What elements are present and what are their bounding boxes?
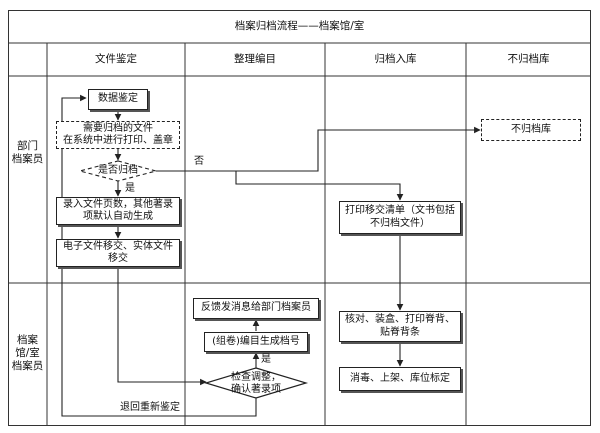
column-header-appraisal: 文件鉴定 [95, 53, 137, 65]
node-record-pages-line2: 项默认自动生成 [83, 211, 153, 222]
decision-check-line2: 确认著录项 [231, 384, 281, 395]
edge-decision-to-print [235, 171, 404, 201]
edge-label-no: 否 [194, 156, 204, 167]
node-need-archive-line1: 需要归档的文件 [83, 122, 153, 134]
node-print-list: 打印移交清单（文书包括 不归档文件） [339, 201, 461, 234]
diagram-title: 档案归档流程——档案馆/室 [234, 20, 365, 32]
edge-transfer-to-check [117, 267, 207, 386]
row-label-department-line2: 档案员 [11, 153, 44, 165]
node-feedback: 反馈发消息给部门档案员 [193, 298, 319, 319]
node-need-archive-line2: 在系统中进行打印、盖章 [63, 135, 173, 146]
node-record-pages: 录入文件页数，其他著录 项默认自动生成 [56, 197, 180, 225]
decision-check-line1: 检查调整， [231, 372, 281, 383]
node-catalog-label: (组卷)编目生成档号 [212, 335, 300, 347]
node-record-pages-line1: 录入文件页数，其他著录 [63, 198, 173, 210]
node-verify: 核对、装盒、打印脊背、 贴脊背条 [339, 311, 461, 342]
decision-archive-label: 是否归档 [98, 165, 138, 176]
row-label-department: 部门 档案员 [8, 140, 47, 166]
node-disinfect: 消毒、上架、库位标定 [339, 367, 461, 391]
column-header-storage: 归档入库 [374, 53, 417, 65]
row-label-archive-line2: 馆/室 [15, 347, 40, 359]
row-label-archive-line1: 档案 [17, 334, 38, 346]
node-feedback-label: 反馈发消息给部门档案员 [201, 302, 311, 314]
node-disinfect-label: 消毒、上架、库位标定 [350, 372, 450, 384]
node-verify-line1: 核对、装盒、打印脊背、 [345, 314, 455, 325]
row-label-department-line1: 部门 [17, 140, 38, 152]
column-header-non-archive: 不归档库 [507, 53, 550, 65]
edge-decision-to-non-archive [156, 126, 481, 172]
node-non-archive-label: 不归档库 [511, 123, 551, 135]
node-need-archive: 需要归档的文件 在系统中进行打印、盖章 [56, 121, 180, 149]
decision-check-label: 检查调整， 确认著录项 [216, 372, 296, 396]
row-label-archive-line3: 档案员 [11, 360, 44, 372]
edge-label-yes-check: 是 [261, 354, 271, 365]
node-transfer-line1: 电子文件移交、实体文件 [63, 240, 173, 252]
column-header-cataloging: 整理编目 [234, 53, 276, 65]
edge-label-return: 退回重新鉴定 [120, 402, 180, 413]
node-print-list-line2: 不归档文件） [370, 217, 430, 229]
node-data-appraisal-label: 数据鉴定 [98, 93, 138, 105]
decision-diamond-archive [77, 160, 159, 182]
outer-frame [8, 10, 591, 426]
node-verify-line2: 贴脊背条 [380, 326, 420, 338]
node-transfer-line2: 移交 [108, 253, 128, 264]
node-catalog: (组卷)编目生成档号 [204, 332, 308, 352]
row-label-archive-office: 档案 馆/室 档案员 [8, 334, 47, 373]
decision-diamond-check [203, 367, 309, 399]
node-transfer: 电子文件移交、实体文件 移交 [56, 239, 180, 267]
edge-label-yes-archive: 是 [125, 183, 135, 194]
node-data-appraisal: 数据鉴定 [88, 89, 148, 110]
edge-return-to-appraisal [61, 94, 257, 417]
node-print-list-line1: 打印移交清单（文书包括 [345, 205, 455, 216]
node-non-archive: 不归档库 [481, 119, 581, 141]
